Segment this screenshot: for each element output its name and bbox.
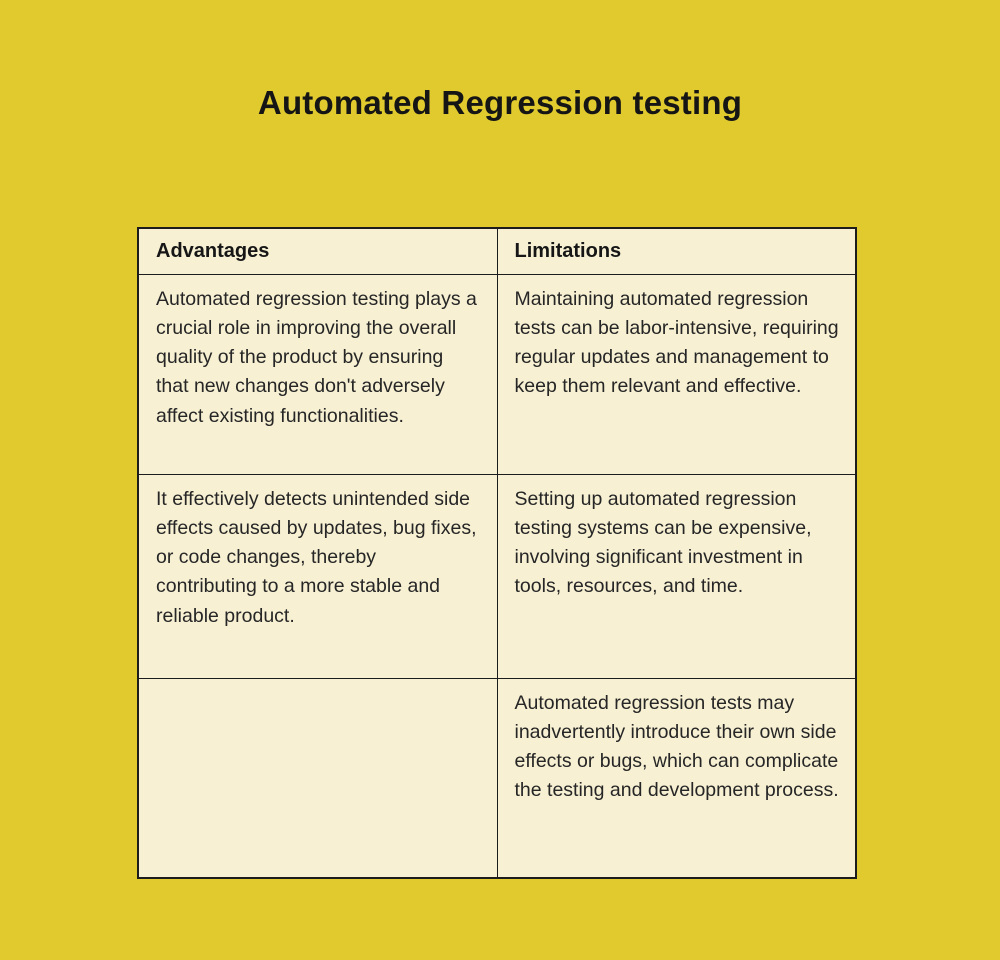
table-body: Automated regression testing plays a cru… [137,273,857,879]
cell-advantage-2: It effectively detects unintended side e… [137,473,498,679]
cell-advantage-3-empty [137,677,498,879]
column-header-advantages: Advantages [137,227,498,275]
advantages-limitations-table: Advantages Limitations Automated regress… [137,227,857,879]
table-row: Automated regression testing plays a cru… [137,273,857,475]
cell-advantage-1: Automated regression testing plays a cru… [137,273,498,475]
cell-limitation-3: Automated regression tests may inadverte… [496,677,857,879]
table-header: Advantages Limitations [137,227,857,275]
column-header-limitations: Limitations [496,227,857,275]
table-row: Automated regression tests may inadverte… [137,677,857,879]
header-row: Advantages Limitations [137,227,857,275]
page-title: Automated Regression testing [257,84,743,121]
cell-limitation-1: Maintaining automated regression tests c… [496,273,857,475]
cell-limitation-2: Setting up automated regression testing … [496,473,857,679]
table-row: It effectively detects unintended side e… [137,473,857,679]
